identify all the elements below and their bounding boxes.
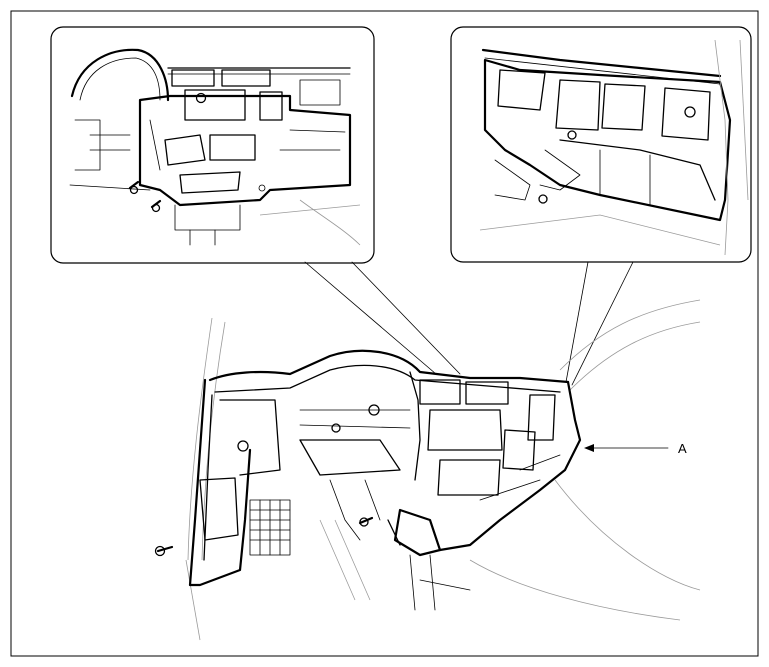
callout-a-label: A [678, 441, 687, 456]
right-inset-drawing [479, 39, 749, 256]
left-inset-drawing [69, 48, 361, 246]
main-dashboard-drawing [154, 299, 701, 641]
fuse-box [249, 499, 291, 556]
detail-inset-right [450, 26, 752, 263]
leader-lines [304, 261, 634, 386]
outer-frame [10, 10, 759, 657]
callout-a-arrowhead [584, 444, 594, 452]
callout-a: A [584, 441, 687, 456]
detail-inset-left [50, 26, 375, 264]
